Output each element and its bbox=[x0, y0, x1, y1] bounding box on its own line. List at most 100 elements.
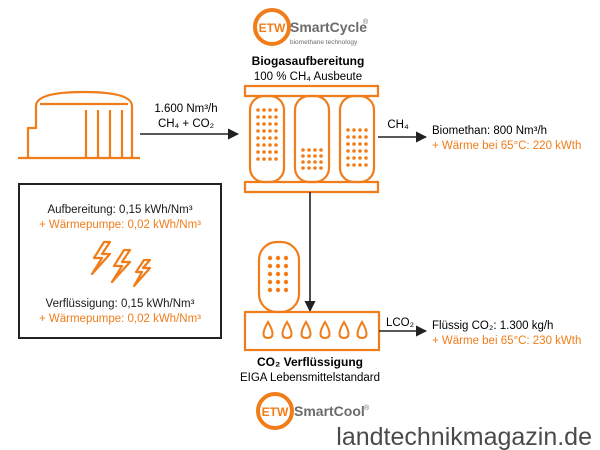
adsorbent-dot bbox=[262, 143, 266, 147]
co2-tank-dots bbox=[267, 255, 289, 293]
adsorbent-dot bbox=[256, 122, 260, 126]
adsorbent-dot bbox=[301, 166, 305, 170]
adsorbent-dot bbox=[301, 154, 305, 158]
adsorbent-dot bbox=[358, 128, 362, 132]
adsorbent-dot bbox=[268, 150, 272, 154]
adsorbent-dot bbox=[256, 108, 260, 112]
adsorbent-dot bbox=[274, 115, 278, 119]
upgrading-title: Biogasaufbereitung bbox=[252, 54, 365, 68]
lco2-outlet-label: LCO₂ bbox=[386, 317, 414, 329]
adsorbent-dot bbox=[346, 156, 350, 160]
adsorbent-dot bbox=[352, 156, 356, 160]
adsorbent-dot bbox=[346, 135, 350, 139]
upgrading-heatpump-energy: + Wärmepumpe: 0,02 kWh/Nm³ bbox=[38, 219, 201, 231]
adsorbent-dot bbox=[262, 150, 266, 154]
adsorbent-dot bbox=[352, 149, 356, 153]
inlet-flow-label: 1.600 Nm³/h bbox=[154, 103, 217, 115]
adsorbent-dot bbox=[268, 129, 272, 133]
adsorbent-dot bbox=[256, 129, 260, 133]
inlet-composition-label: CH₄ + CO₂ bbox=[158, 118, 214, 130]
liquefaction-energy: Verflüssigung: 0,15 kWh/Nm³ bbox=[45, 298, 195, 310]
adsorbent-dot bbox=[267, 287, 273, 293]
adsorbent-dot bbox=[256, 157, 260, 161]
adsorbent-dot bbox=[256, 115, 260, 119]
liquefaction-heatpump-energy: + Wärmepumpe: 0,02 kWh/Nm³ bbox=[38, 313, 201, 325]
adsorbent-dot bbox=[274, 150, 278, 154]
adsorbent-dot bbox=[267, 255, 273, 261]
adsorbent-dot bbox=[268, 115, 272, 119]
adsorbent-dot bbox=[275, 279, 281, 285]
adsorbent-dot bbox=[358, 135, 362, 139]
coolant-drops bbox=[262, 320, 368, 340]
etw-logo-mark-bottom: ETW bbox=[262, 405, 289, 419]
liquefaction-unit bbox=[243, 240, 381, 352]
ch4-heat-label: + Wärme bei 65°C: 220 kWth bbox=[432, 140, 581, 152]
adsorbent-dot bbox=[256, 150, 260, 154]
adsorbent-dot bbox=[262, 129, 266, 133]
co2-product-label: Flüssig CO₂: 1.300 kg/h bbox=[432, 320, 553, 332]
adsorbent-dot bbox=[262, 115, 266, 119]
adsorbent-dot bbox=[283, 263, 289, 269]
adsorbent-dot bbox=[274, 122, 278, 126]
adsorbent-dot bbox=[301, 148, 305, 152]
adsorbent-dot bbox=[256, 143, 260, 147]
adsorbent-dot bbox=[268, 136, 272, 140]
watermark: landtechnikmagazin.de bbox=[336, 423, 592, 450]
adsorbent-dot bbox=[307, 166, 311, 170]
adsorbent-dot bbox=[274, 129, 278, 133]
liquefaction-title: CO₂ Verflüssigung bbox=[257, 355, 363, 369]
adsorbent-dot bbox=[364, 128, 368, 132]
coolant-drop-icon bbox=[300, 320, 312, 340]
adsorbent-dot bbox=[313, 148, 317, 152]
lightning-icon bbox=[90, 240, 152, 288]
adsorbent-dot bbox=[274, 136, 278, 140]
adsorbent-dot bbox=[352, 135, 356, 139]
adsorbent-dot bbox=[275, 271, 281, 277]
adsorbent-dot bbox=[364, 149, 368, 153]
adsorbent-dot bbox=[283, 271, 289, 277]
adsorbent-dot bbox=[358, 156, 362, 160]
adsorbent-dots-column-1 bbox=[256, 108, 278, 161]
adsorbent-dot bbox=[274, 108, 278, 112]
adsorber-column-1 bbox=[248, 94, 286, 184]
adsorbent-dot bbox=[283, 287, 289, 293]
adsorbent-dot bbox=[267, 263, 273, 269]
adsorbent-dot bbox=[268, 143, 272, 147]
adsorbent-dot bbox=[283, 255, 289, 261]
ch4-product-label: Biomethan: 800 Nm³/h bbox=[432, 125, 547, 137]
adsorbent-dot bbox=[307, 148, 311, 152]
adsorbent-dot bbox=[358, 142, 362, 146]
adsorbent-dot bbox=[358, 163, 362, 167]
adsorbent-dot bbox=[358, 149, 362, 153]
liquefaction-subtitle: EIGA Lebensmittelstandard bbox=[240, 372, 380, 384]
co2-storage-tank bbox=[257, 240, 301, 314]
adsorbent-dot bbox=[301, 160, 305, 164]
adsorbent-dot bbox=[364, 142, 368, 146]
adsorbent-dot bbox=[313, 160, 317, 164]
adsorbent-dot bbox=[275, 263, 281, 269]
adsorbent-dot bbox=[352, 128, 356, 132]
adsorbent-dot bbox=[275, 255, 281, 261]
adsorbent-dot bbox=[262, 136, 266, 140]
energy-consumption-box: Aufbereitung: 0,15 kWh/Nm³ + Wärmepumpe:… bbox=[18, 183, 222, 339]
adsorbent-dot bbox=[319, 154, 323, 158]
adsorbent-dot bbox=[313, 154, 317, 158]
adsorbent-dot bbox=[268, 122, 272, 126]
upgrading-subtitle: 100 % CH₄ Ausbeute bbox=[254, 71, 362, 83]
adsorbent-dot bbox=[319, 148, 323, 152]
coolant-drop-icon bbox=[338, 320, 350, 340]
smartcycle-tagline: biomethane technology bbox=[290, 39, 358, 46]
adsorbent-dot bbox=[346, 128, 350, 132]
adsorbent-dot bbox=[274, 157, 278, 161]
coolant-drop-icon bbox=[281, 320, 293, 340]
smartcycle-logo: ETW SmartCycle ® biomethane technology bbox=[253, 8, 369, 46]
adsorbent-dot bbox=[267, 271, 273, 277]
coolant-drop-icon bbox=[319, 320, 331, 340]
adsorbent-dot bbox=[283, 279, 289, 285]
adsorbent-dot bbox=[262, 157, 266, 161]
adsorbent-dot bbox=[346, 149, 350, 153]
smartcycle-reg: ® bbox=[363, 18, 369, 26]
adsorbent-dots-column-2 bbox=[301, 148, 323, 170]
upgrading-frame bbox=[243, 84, 380, 194]
